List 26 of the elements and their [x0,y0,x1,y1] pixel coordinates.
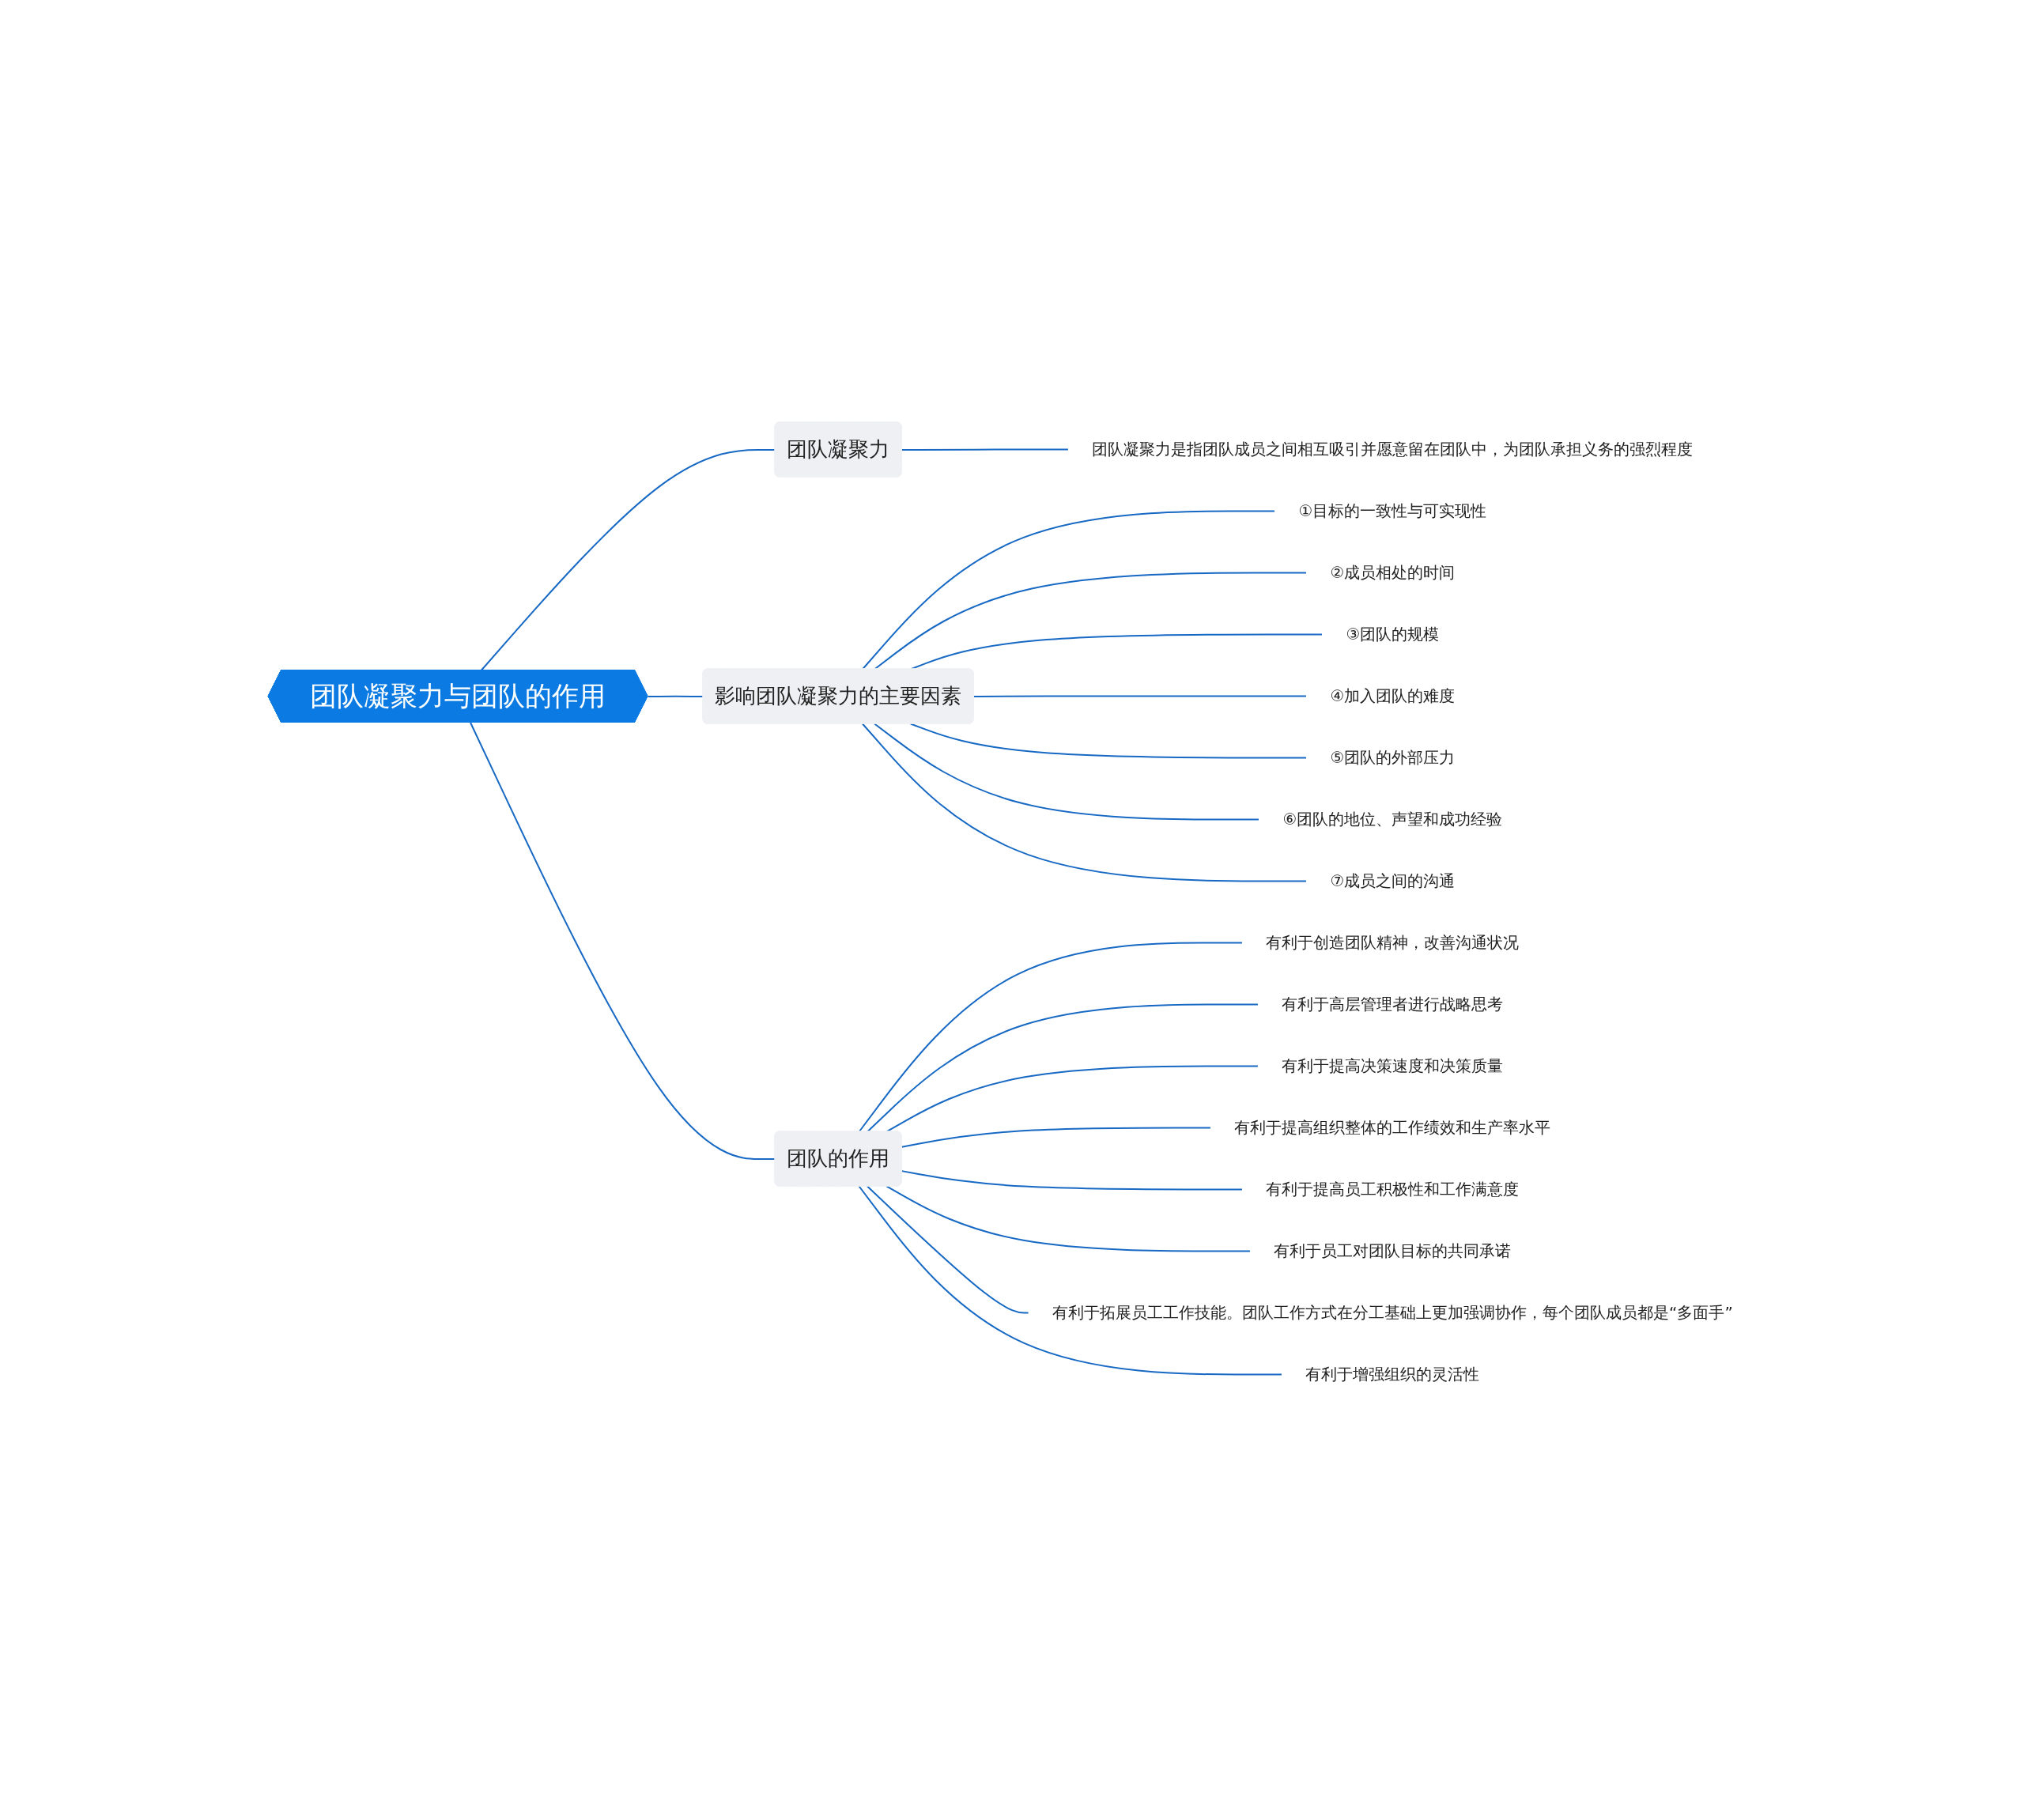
connector [873,723,1260,821]
node-text: 有利于高层管理者进行战略思考 [1282,995,1504,1014]
connector [901,448,1070,451]
node-text: 有利于创造团队精神，改善沟通状况 [1266,933,1520,953]
connector [861,723,1308,882]
node-text: 团队凝聚力是指团队成员之间相互吸引并愿意留在团队中，为团队承担义务的强烈程度 [1092,440,1694,459]
node-text: 有利于提高组织整体的工作绩效和生产率水平 [1234,1118,1551,1138]
connector [901,1127,1212,1148]
node-text: ③团队的规模 [1346,625,1439,644]
connector [885,1185,1252,1252]
connector [972,695,1308,697]
node-text: ④加入团队的难度 [1330,686,1455,706]
node-text: ②成员相处的时间 [1330,563,1455,583]
connector [901,1169,1244,1191]
node-text: 有利于提高决策速度和决策质量 [1282,1056,1504,1076]
connector [858,1185,1283,1376]
node-text: 有利于增强组织的灵活性 [1305,1365,1480,1384]
node-text: ①目标的一致性与可实现性 [1298,501,1486,521]
node-text: 有利于员工对团队目标的共同承诺 [1274,1241,1512,1261]
connector [866,1185,1029,1314]
node-text: 有利于拓展员工工作技能。团队工作方式在分工基础上更加强调协作，每个团队成员都是“多面手” [1052,1303,1733,1323]
node-text: 有利于提高员工积极性和工作满意度 [1266,1180,1520,1199]
node-text: ⑤团队的外部压力 [1330,748,1455,768]
node-text: ⑥团队的地位、声望和成功经验 [1282,810,1502,829]
connector [909,723,1308,759]
node-text: ⑦成员之间的沟通 [1330,871,1455,891]
